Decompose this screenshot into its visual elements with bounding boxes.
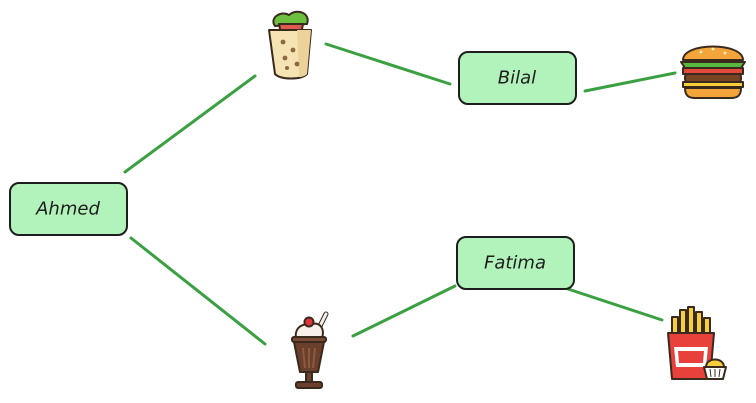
node-ahmed[interactable]: Ahmed — [9, 182, 128, 236]
wrap-icon — [268, 10, 312, 80]
node-bilal[interactable]: Bilal — [458, 51, 577, 105]
edge-ahmed-milkshake — [129, 236, 267, 346]
node-fatima[interactable]: Fatima — [456, 236, 575, 290]
burger-icon — [680, 45, 746, 99]
node-fatima-box — [456, 236, 575, 290]
fries-icon — [667, 306, 727, 380]
edge-milkshake-fatima — [351, 284, 457, 338]
edge-fatima-fries — [566, 287, 664, 322]
milkshake-icon — [291, 311, 329, 389]
edge-bilal-burger — [583, 71, 677, 93]
edges — [123, 42, 677, 346]
node-bilal-box — [458, 51, 577, 105]
node-ahmed-box — [9, 182, 128, 236]
node-bilal-label: Bilal — [498, 68, 536, 89]
node-fatima-label: Fatima — [484, 253, 546, 274]
edge-wrap-bilal — [324, 42, 452, 86]
edge-ahmed-wrap — [123, 74, 257, 174]
node-ahmed-label: Ahmed — [35, 199, 100, 220]
